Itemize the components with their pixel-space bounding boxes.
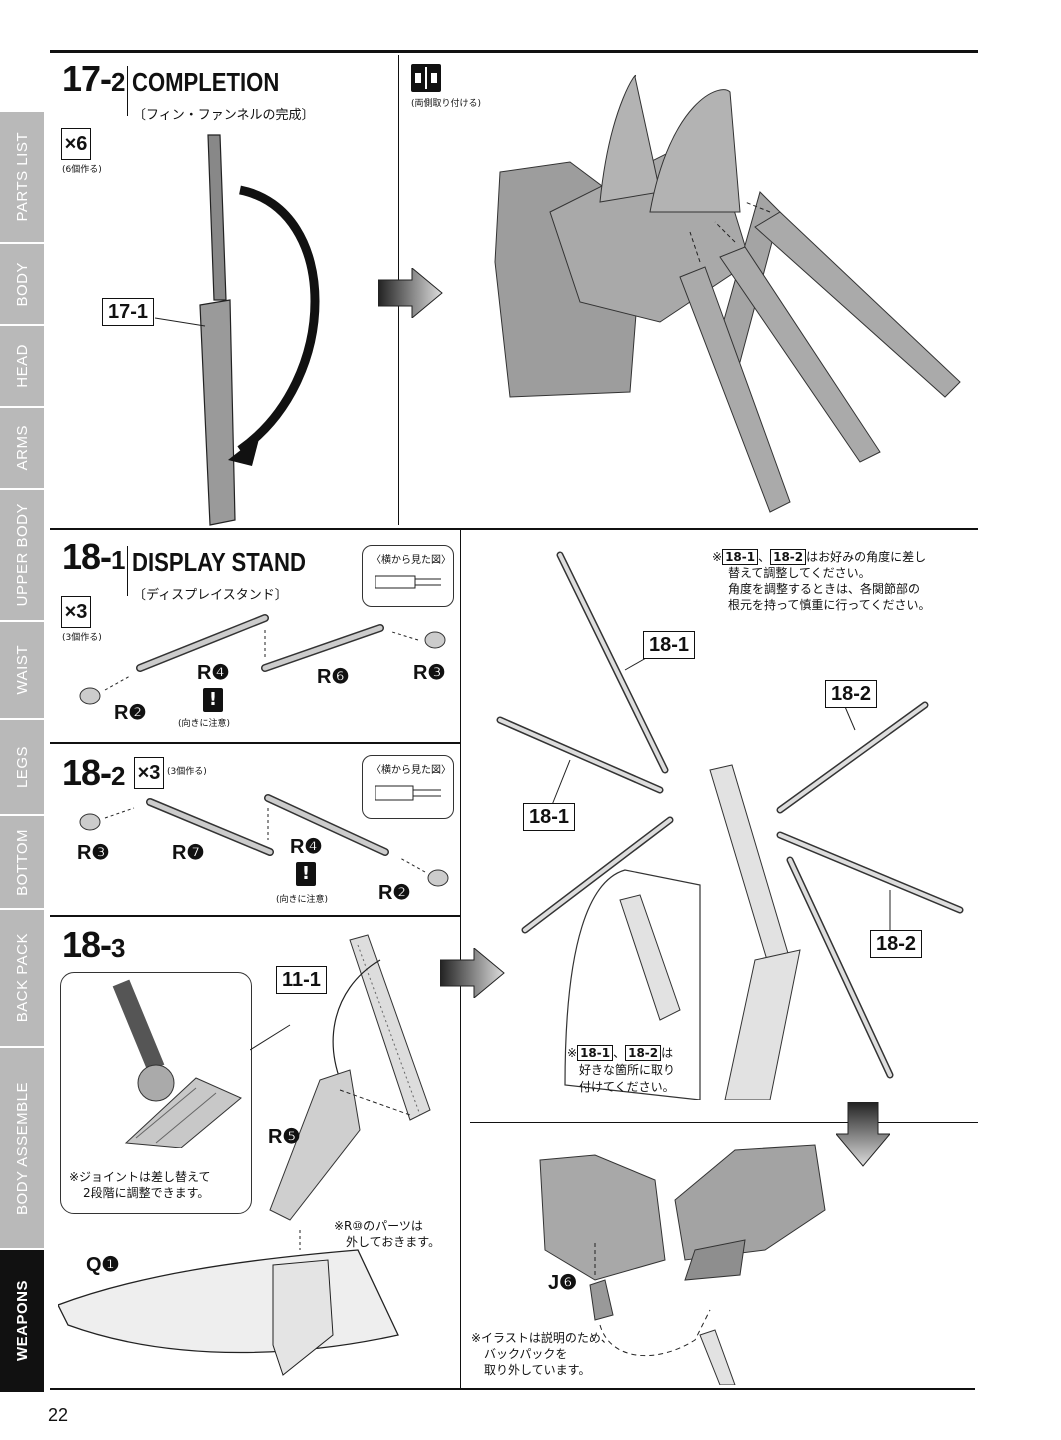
tab-weapons[interactable]: WEAPONS <box>0 1250 44 1394</box>
caution-icon-18-1: ! <box>203 688 223 712</box>
caution-note-18-2: (向きに注意) <box>276 895 329 905</box>
part-r2-18-1: R❷ <box>114 702 147 724</box>
part-r6: R❻ <box>317 666 350 688</box>
part-j6: J❻ <box>548 1272 578 1294</box>
step-17-2-subtitle: 〔フィン・ファンネルの完成〕 <box>133 108 315 123</box>
stand-base-assembly-illustration <box>250 934 431 1250</box>
page-number: 22 <box>48 1405 69 1425</box>
leader-17-1 <box>154 317 206 327</box>
tab-body-assemble[interactable]: BODY ASSEMBLE <box>0 1048 44 1250</box>
step-18-1-number: 18-1 <box>62 536 126 577</box>
stand-arm-18-1-illustration <box>79 614 446 705</box>
caution-icon-18-2: ! <box>296 862 316 886</box>
step-18-1-title: DISPLAY STAND <box>132 547 306 577</box>
qty-note-18-1: (3個作る) <box>62 633 102 643</box>
part-r2-18-2: R❷ <box>378 882 411 904</box>
backpack-note-2: バックパックを <box>484 1347 568 1361</box>
step-17-2-number: 17-2 <box>62 58 126 99</box>
side-view-callout-18-1: 〈横から見た図〉 <box>362 545 454 607</box>
divider-18-3 <box>460 915 461 1390</box>
part-r5: R❺ <box>268 1126 301 1148</box>
r10-note-1: ※R⑩のパーツは <box>334 1219 423 1233</box>
tab-bottom[interactable]: BOTTOM <box>0 816 44 910</box>
both-sides-note: (両側取り付ける) <box>411 99 482 109</box>
flow-arrow-down <box>836 1102 890 1167</box>
step-18-1-subtitle: 〔ディスプレイスタンド〕 <box>133 588 288 603</box>
backpack-funnels-illustration <box>494 75 961 513</box>
part-r4-18-2: R❹ <box>290 836 323 858</box>
tab-parts-list[interactable]: PARTS LIST <box>0 112 44 244</box>
title-divider-18 <box>127 546 128 596</box>
tab-body[interactable]: BODY <box>0 244 44 326</box>
label-18-2-lower: 18-2 <box>870 930 923 958</box>
bottom-rule <box>50 1388 975 1390</box>
stand-arm-18-2-illustration <box>79 794 449 887</box>
rule-bottom-right <box>470 1122 978 1123</box>
qty-box-18-1: ×3 <box>61 596 91 628</box>
tab-head[interactable]: HEAD <box>0 326 44 408</box>
top-rule <box>50 50 978 53</box>
tab-legs[interactable]: LEGS <box>0 720 44 816</box>
fin-funnel-illustration <box>199 134 320 526</box>
part-r4-18-1: R❹ <box>197 662 230 684</box>
tab-upper-body[interactable]: UPPER BODY <box>0 490 44 622</box>
rule-18-2 <box>50 742 460 744</box>
part-r3-18-2: R❸ <box>77 842 110 864</box>
display-stand-arms-illustration <box>496 551 964 1100</box>
part-q1: Q❶ <box>86 1254 120 1276</box>
tab-back-pack[interactable]: BACK PACK <box>0 910 44 1048</box>
qty-box-18-2: ×3 <box>134 757 164 789</box>
ref-11-1: 11-1 <box>276 966 327 994</box>
qty-box-17: ×6 <box>61 128 91 160</box>
backpack-note-3: 取り外しています。 <box>484 1363 591 1377</box>
stand-attach-illustration <box>539 1144 826 1385</box>
label-18-2-top: 18-2 <box>825 680 878 708</box>
caution-note-18-1: (向きに注意) <box>178 719 231 729</box>
section-sidebar: PARTS LIST BODY HEAD ARMS UPPER BODY WAI… <box>0 112 44 1394</box>
step-18-3-number: 18-3 <box>62 924 126 965</box>
step-18-2-number: 18-2 <box>62 752 126 793</box>
label-18-1-top: 18-1 <box>643 631 696 659</box>
tab-arms[interactable]: ARMS <box>0 408 44 490</box>
ref-17-1: 17-1 <box>102 298 155 326</box>
backpack-note-1: ※イラストは説明のため、 <box>471 1331 613 1345</box>
label-18-1-lower: 18-1 <box>523 803 576 831</box>
rule-18-3 <box>50 915 460 917</box>
joint-detail-illustration <box>112 979 242 1148</box>
divider-18 <box>460 530 461 915</box>
step-17-2-title: COMPLETION <box>132 67 280 97</box>
tab-waist[interactable]: WAIST <box>0 622 44 720</box>
flow-arrow-17 <box>378 268 443 318</box>
part-r3-18-1: R❸ <box>413 662 446 684</box>
r10-note-2: 外しておきます。 <box>346 1235 441 1249</box>
rule-18 <box>50 528 978 530</box>
qty-note-18-2: (3個作る) <box>167 767 207 777</box>
joint-detail-callout: ※ジョイントは差し替えて 2段階に調整できます。 <box>60 972 252 1214</box>
qty-note-17: (6個作る) <box>62 165 102 175</box>
part-r7: R❼ <box>172 842 205 864</box>
title-divider <box>127 66 128 116</box>
flow-arrow-18 <box>440 948 505 998</box>
both-sides-icon <box>411 64 441 92</box>
stand-base-illustration <box>58 1249 399 1376</box>
side-view-callout-18-2: 〈横から見た図〉 <box>362 755 454 819</box>
